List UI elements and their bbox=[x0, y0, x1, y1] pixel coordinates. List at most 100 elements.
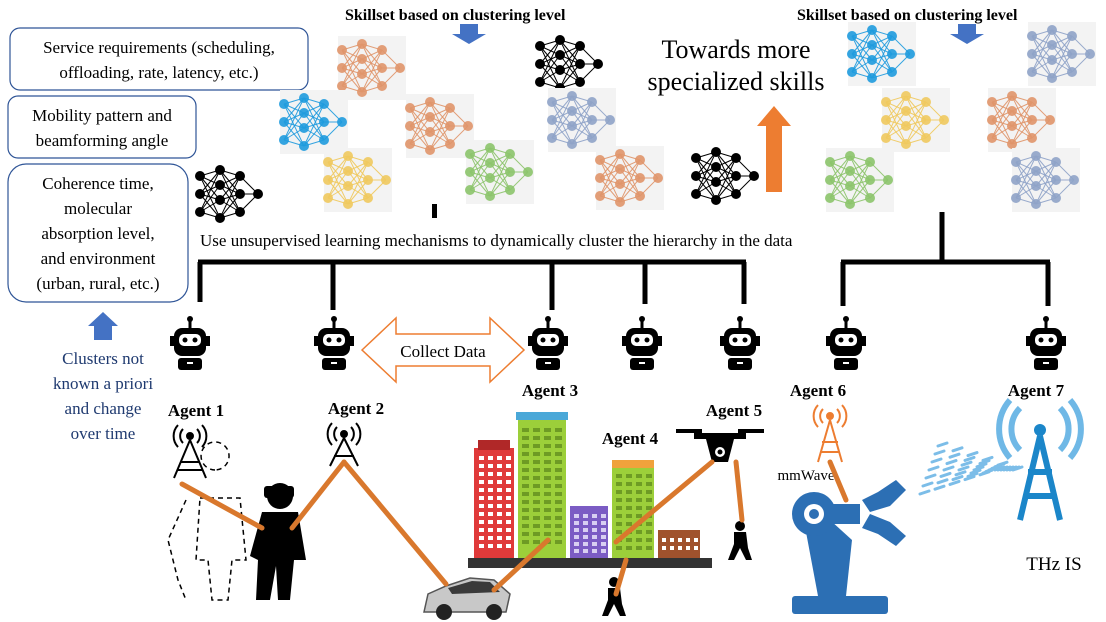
window bbox=[555, 484, 562, 488]
window bbox=[533, 468, 540, 472]
pedestrian-agent-4-icon bbox=[602, 577, 626, 616]
beam-dash bbox=[957, 465, 970, 472]
window bbox=[555, 460, 562, 464]
window bbox=[636, 514, 642, 518]
specialized-up-arrow bbox=[757, 106, 791, 192]
window bbox=[522, 532, 529, 536]
beam-dash bbox=[939, 471, 952, 478]
thz-beam bbox=[918, 441, 1024, 496]
window bbox=[533, 452, 540, 456]
window bbox=[583, 542, 588, 546]
window bbox=[488, 544, 493, 548]
robot-agent-icon bbox=[826, 316, 866, 370]
neural-network-icon bbox=[337, 36, 406, 100]
mobility-box-line1: Mobility pattern and bbox=[32, 106, 172, 125]
window bbox=[574, 514, 579, 518]
window bbox=[544, 436, 551, 440]
window bbox=[506, 528, 511, 532]
window bbox=[497, 496, 502, 500]
window bbox=[583, 549, 588, 553]
agent-1-label: Agent 1 bbox=[168, 401, 224, 420]
window bbox=[544, 452, 551, 456]
window bbox=[555, 540, 562, 544]
window bbox=[626, 474, 632, 478]
window bbox=[646, 498, 652, 502]
window bbox=[479, 472, 484, 476]
window bbox=[533, 492, 540, 496]
window bbox=[497, 504, 502, 508]
window bbox=[583, 528, 588, 532]
window bbox=[616, 506, 622, 510]
window bbox=[574, 549, 579, 553]
window bbox=[497, 456, 502, 460]
window bbox=[616, 474, 622, 478]
window bbox=[497, 472, 502, 476]
beam-dash bbox=[963, 455, 976, 462]
agent-6-label: Agent 6 bbox=[790, 381, 846, 400]
window bbox=[646, 538, 652, 542]
window bbox=[533, 436, 540, 440]
robot-agent-icon bbox=[170, 316, 210, 370]
window bbox=[555, 500, 562, 504]
window bbox=[592, 514, 597, 518]
window bbox=[544, 460, 551, 464]
window bbox=[497, 544, 502, 548]
robot-layer bbox=[170, 316, 1066, 370]
clusters-note-line3: and change bbox=[65, 399, 142, 418]
window bbox=[522, 452, 529, 456]
communication-links bbox=[179, 459, 849, 597]
window bbox=[626, 498, 632, 502]
window bbox=[678, 538, 682, 542]
window bbox=[533, 524, 540, 528]
window bbox=[488, 472, 493, 476]
robot-agent-icon bbox=[528, 316, 568, 370]
window bbox=[533, 516, 540, 520]
coherence-box-line3: absorption level, bbox=[41, 224, 154, 243]
clusters-note-line4: over time bbox=[71, 424, 136, 443]
neural-network-icon bbox=[987, 88, 1056, 152]
collect-data-label: Collect Data bbox=[400, 342, 486, 361]
mobility-box-line2: beamforming angle bbox=[36, 131, 169, 150]
beam-dash bbox=[921, 481, 934, 488]
neural-network-icon bbox=[195, 165, 263, 223]
window bbox=[522, 428, 529, 432]
pedestrian-agent-5-icon bbox=[728, 521, 752, 560]
window bbox=[583, 514, 588, 518]
window bbox=[601, 521, 606, 525]
window bbox=[488, 528, 493, 532]
agent-7-label: Agent 7 bbox=[1008, 381, 1065, 400]
window bbox=[479, 528, 484, 532]
window bbox=[522, 508, 529, 512]
window bbox=[522, 484, 529, 488]
window bbox=[479, 536, 484, 540]
window bbox=[626, 506, 632, 510]
window bbox=[544, 444, 551, 448]
window bbox=[506, 472, 511, 476]
beam-dash bbox=[918, 489, 931, 496]
window bbox=[544, 532, 551, 536]
window bbox=[555, 524, 562, 528]
window bbox=[636, 474, 642, 478]
window bbox=[497, 512, 502, 516]
window bbox=[506, 520, 511, 524]
beam-dash bbox=[927, 465, 940, 472]
drone-icon bbox=[676, 429, 764, 462]
window bbox=[544, 508, 551, 512]
window bbox=[522, 444, 529, 448]
window bbox=[544, 428, 551, 432]
beam-dash bbox=[930, 457, 943, 464]
window bbox=[488, 520, 493, 524]
window bbox=[497, 488, 502, 492]
beam-dash bbox=[978, 459, 991, 466]
window bbox=[497, 464, 502, 468]
window bbox=[616, 490, 622, 494]
clusters-note-line2: known a priori bbox=[53, 374, 153, 393]
window bbox=[533, 428, 540, 432]
neural-network-icon bbox=[691, 147, 759, 205]
specialized-line1: Towards more bbox=[661, 35, 810, 64]
window bbox=[601, 514, 606, 518]
skillset-left-label: Skillset based on clustering level bbox=[345, 7, 566, 24]
window bbox=[626, 522, 632, 526]
beam-dash bbox=[981, 455, 994, 462]
beam-dash bbox=[951, 446, 964, 453]
